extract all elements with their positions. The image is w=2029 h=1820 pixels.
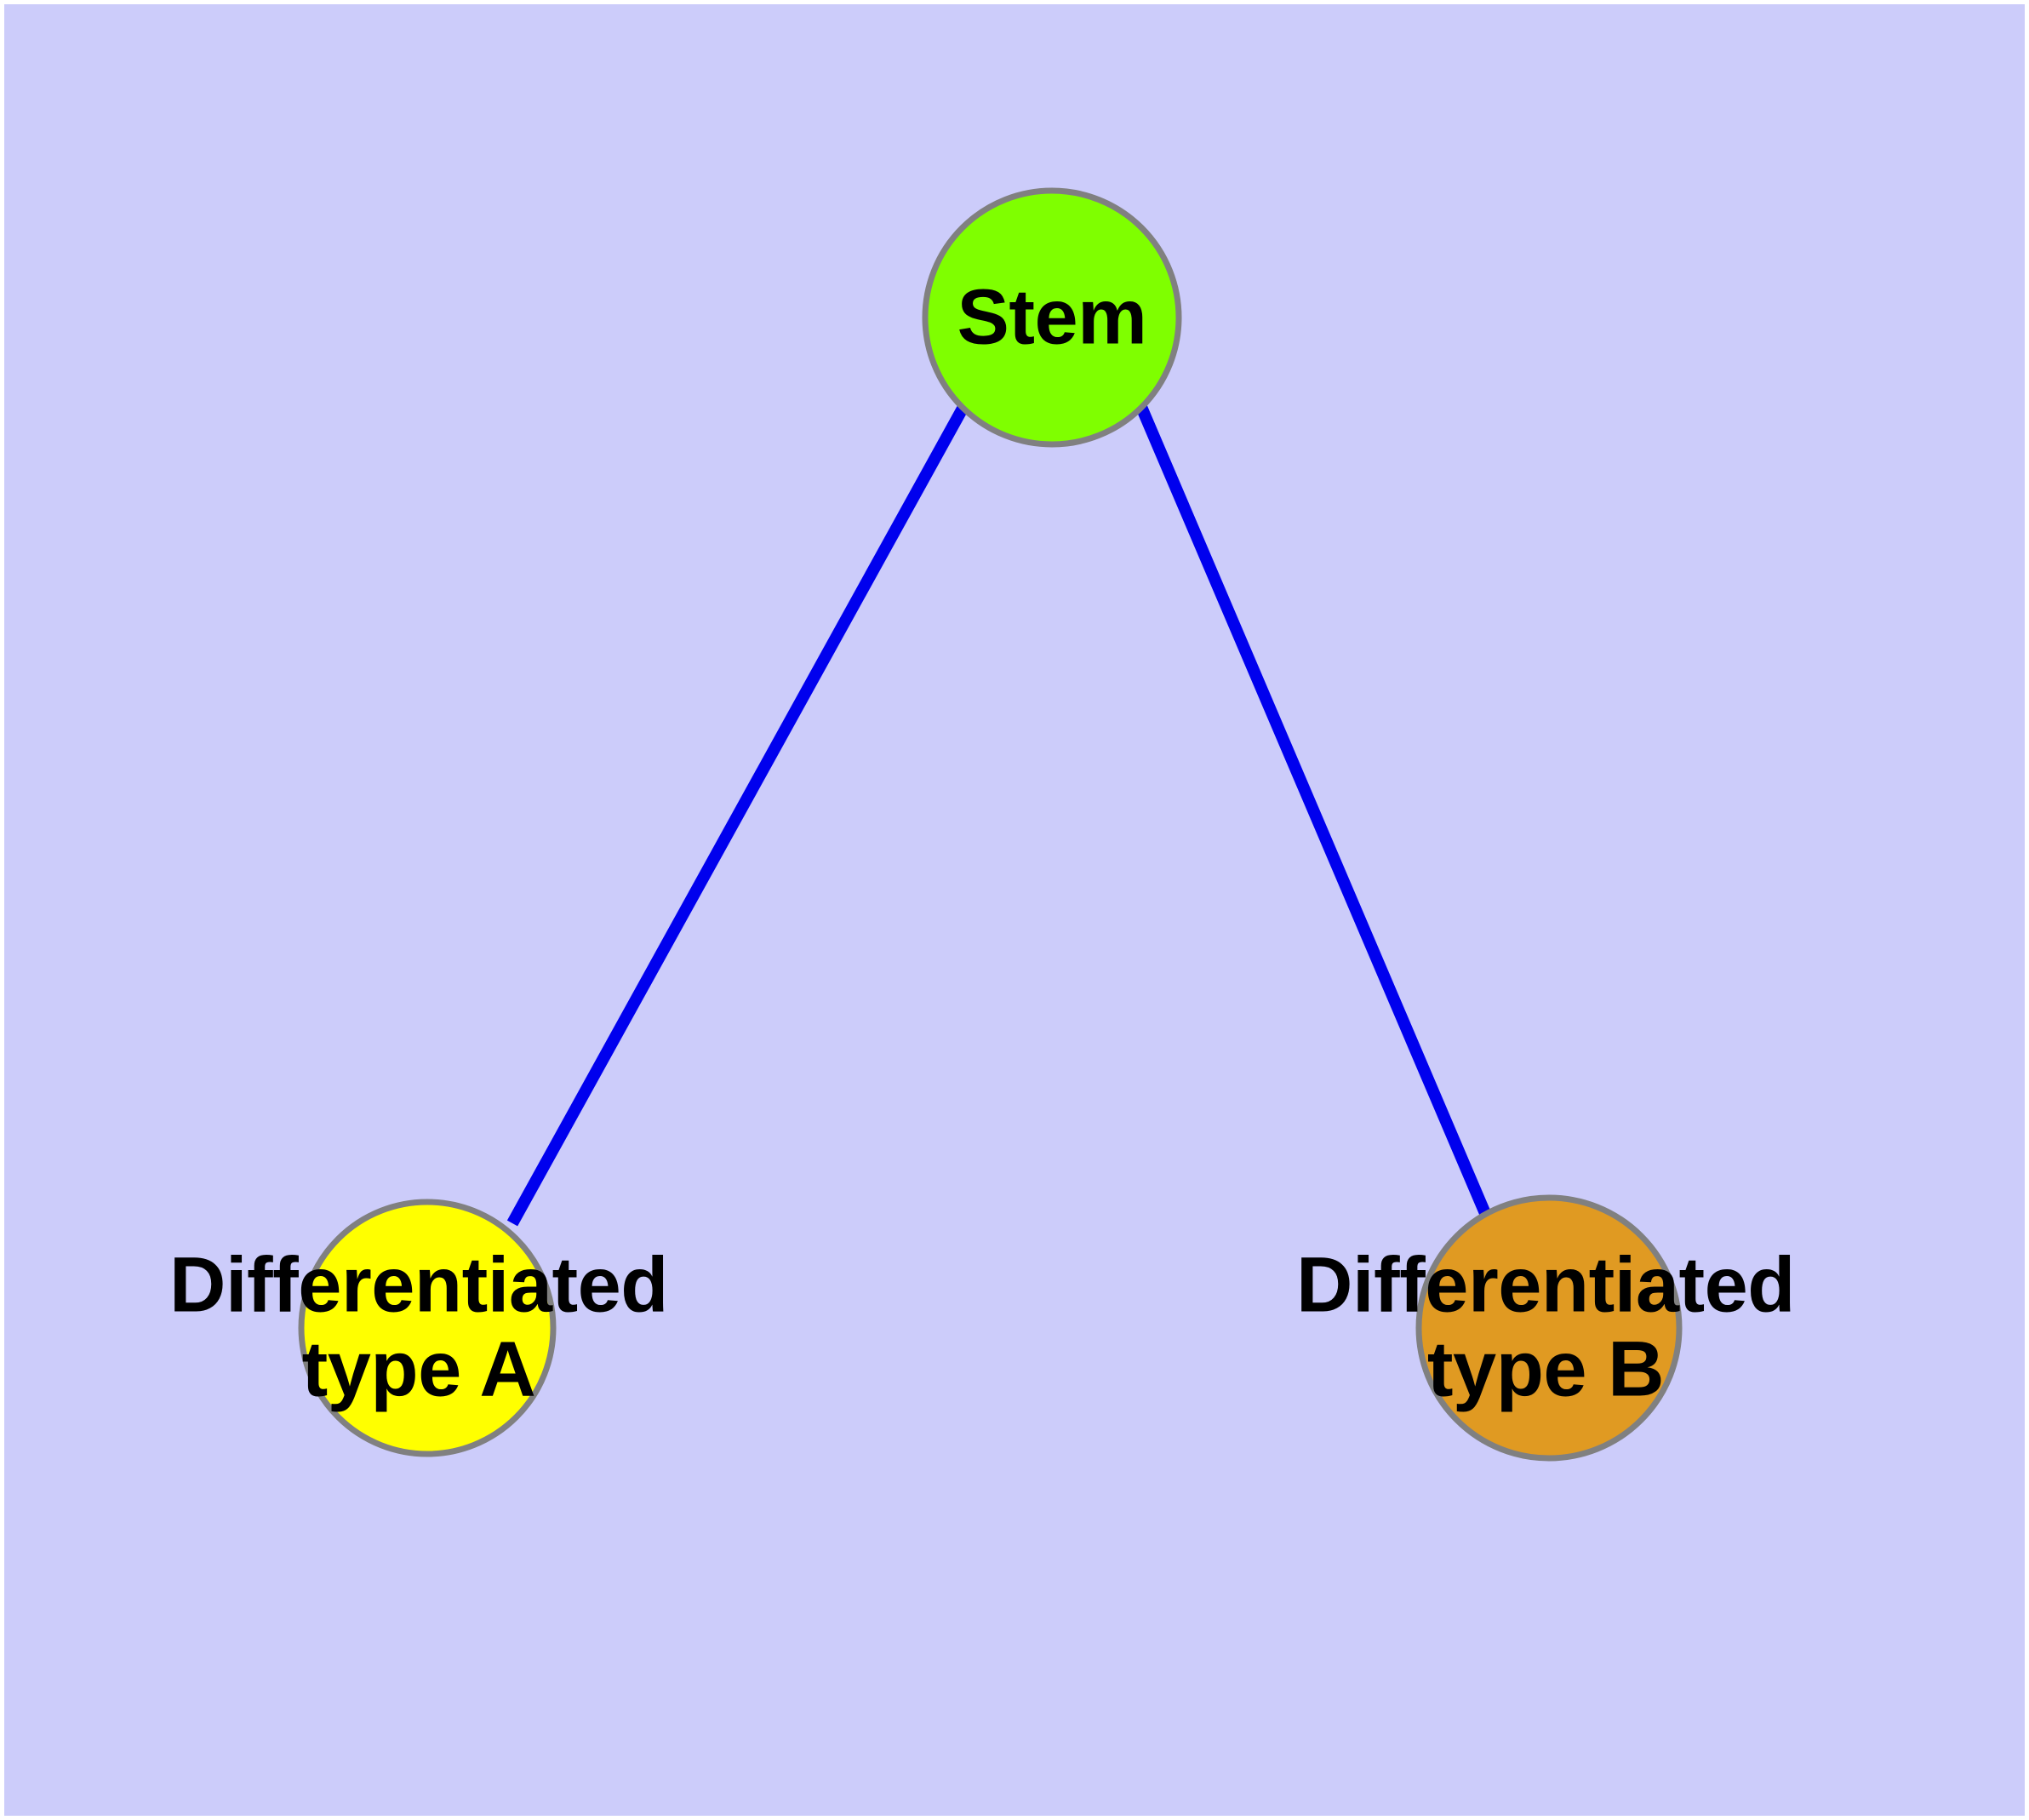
node-stem[interactable] <box>922 187 1182 448</box>
edge-stem-to-differentiated-type-a <box>506 403 969 1227</box>
edge-layer <box>506 403 1495 1227</box>
node-differentiated-type-b[interactable] <box>1415 1194 1683 1462</box>
node-layer <box>298 187 1683 1462</box>
edge-stem-to-differentiated-type-b <box>1135 404 1495 1226</box>
node-differentiated-type-a[interactable] <box>298 1199 557 1457</box>
